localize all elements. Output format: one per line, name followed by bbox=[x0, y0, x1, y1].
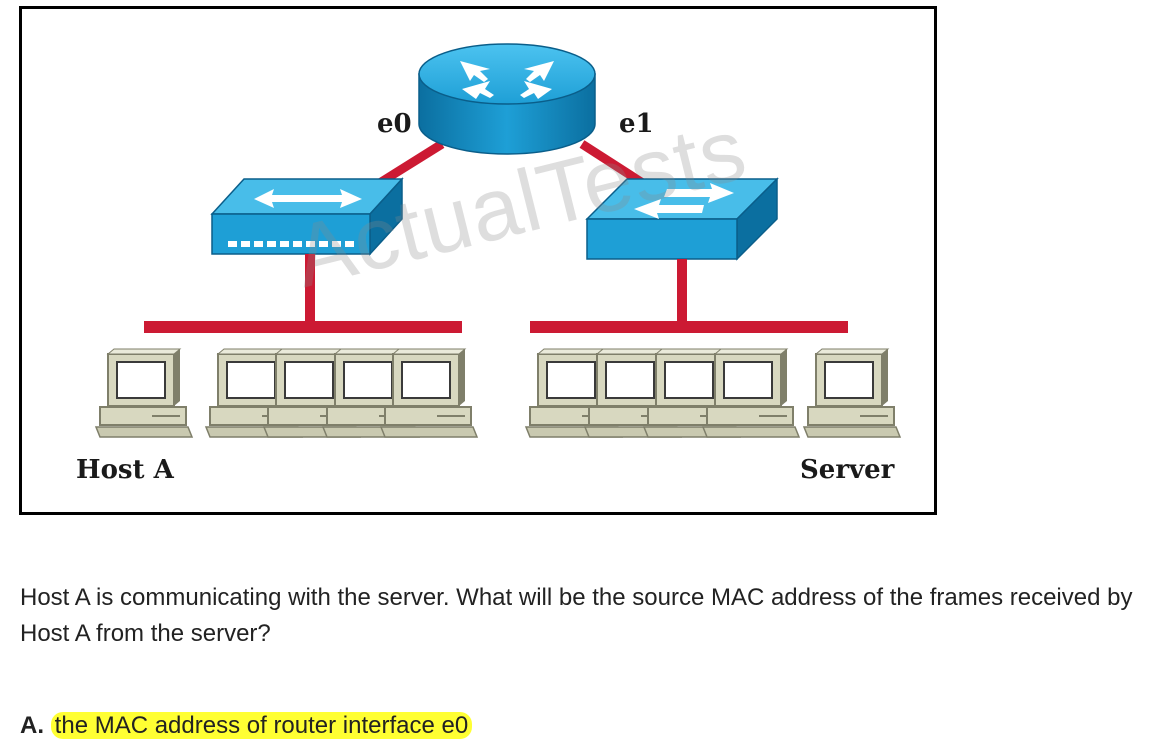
router-icon bbox=[418, 43, 596, 155]
network-diagram-canvas bbox=[94, 43, 902, 438]
pc-icon bbox=[379, 348, 479, 438]
host-a-label: Host A bbox=[76, 455, 174, 485]
network-diagram: e0 e1 Host A Server ActualTests bbox=[19, 6, 937, 515]
interface-label-e1: e1 bbox=[619, 109, 654, 139]
pc-icon bbox=[802, 348, 902, 438]
answer-text-highlighted: the MAC address of router interface e0 bbox=[50, 712, 473, 739]
pc-icon bbox=[701, 348, 801, 438]
interface-label-e0: e0 bbox=[377, 109, 412, 139]
switch-icon bbox=[585, 177, 779, 261]
pc-icon bbox=[204, 348, 304, 438]
lan-bus-left bbox=[144, 321, 462, 333]
pc-icon bbox=[94, 348, 194, 438]
server-label: Server bbox=[800, 455, 895, 485]
hub-icon bbox=[210, 177, 404, 256]
answer-letter: A. bbox=[20, 712, 44, 739]
question-text: Host A is communicating with the server.… bbox=[20, 584, 1133, 647]
pc-icon bbox=[524, 348, 624, 438]
lan-bus-right bbox=[530, 321, 848, 333]
answer-option-a[interactable]: A. the MAC address of router interface e… bbox=[20, 708, 473, 744]
pc-group bbox=[94, 348, 902, 438]
